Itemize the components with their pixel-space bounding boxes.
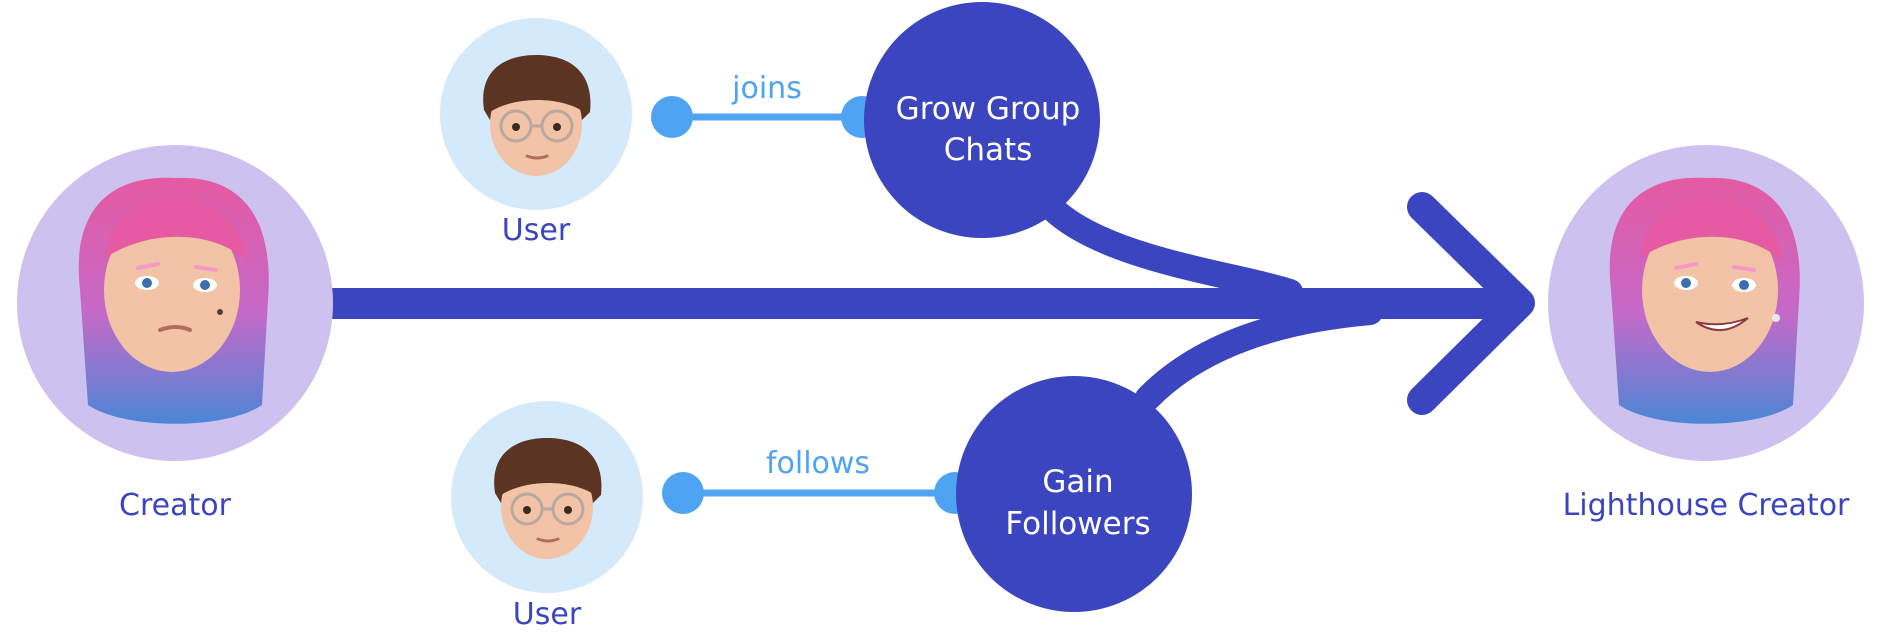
lighthouse-creator-avatar-icon	[1609, 177, 1800, 424]
gain-followers-line1: Gain	[1042, 464, 1113, 500]
gain-followers-line2: Followers	[1005, 506, 1150, 542]
user-avatar-icon	[494, 438, 602, 559]
joins-label: joins	[731, 71, 802, 106]
creator-avatar	[17, 145, 333, 461]
user-avatar-bottom	[451, 401, 643, 593]
creator-label: Creator	[119, 488, 232, 523]
connector-dot-start	[651, 96, 693, 138]
user-label-top: User	[502, 213, 571, 248]
grow-group-chats-line2: Chats	[944, 132, 1033, 168]
merge-curve-bottom	[1135, 299, 1383, 411]
grow-group-chats-node: Grow Group Chats	[864, 2, 1100, 238]
lighthouse-creator-label: Lighthouse Creator	[1563, 488, 1850, 523]
merge-curve-top	[1039, 195, 1303, 305]
grow-group-chats-line1: Grow Group	[896, 91, 1081, 127]
user-avatar-icon	[483, 55, 591, 176]
connector-dot-start	[662, 472, 704, 514]
user-avatar-top	[440, 18, 632, 210]
lighthouse-creator-avatar	[1548, 145, 1864, 461]
follows-label: follows	[766, 446, 870, 481]
joins-connector: joins	[651, 71, 883, 138]
user-label-bottom: User	[513, 597, 582, 632]
main-arrow-head	[1407, 192, 1535, 415]
follows-connector: follows	[662, 446, 976, 514]
gain-followers-node: Gain Followers	[956, 376, 1192, 612]
creator-avatar-icon	[78, 177, 269, 424]
